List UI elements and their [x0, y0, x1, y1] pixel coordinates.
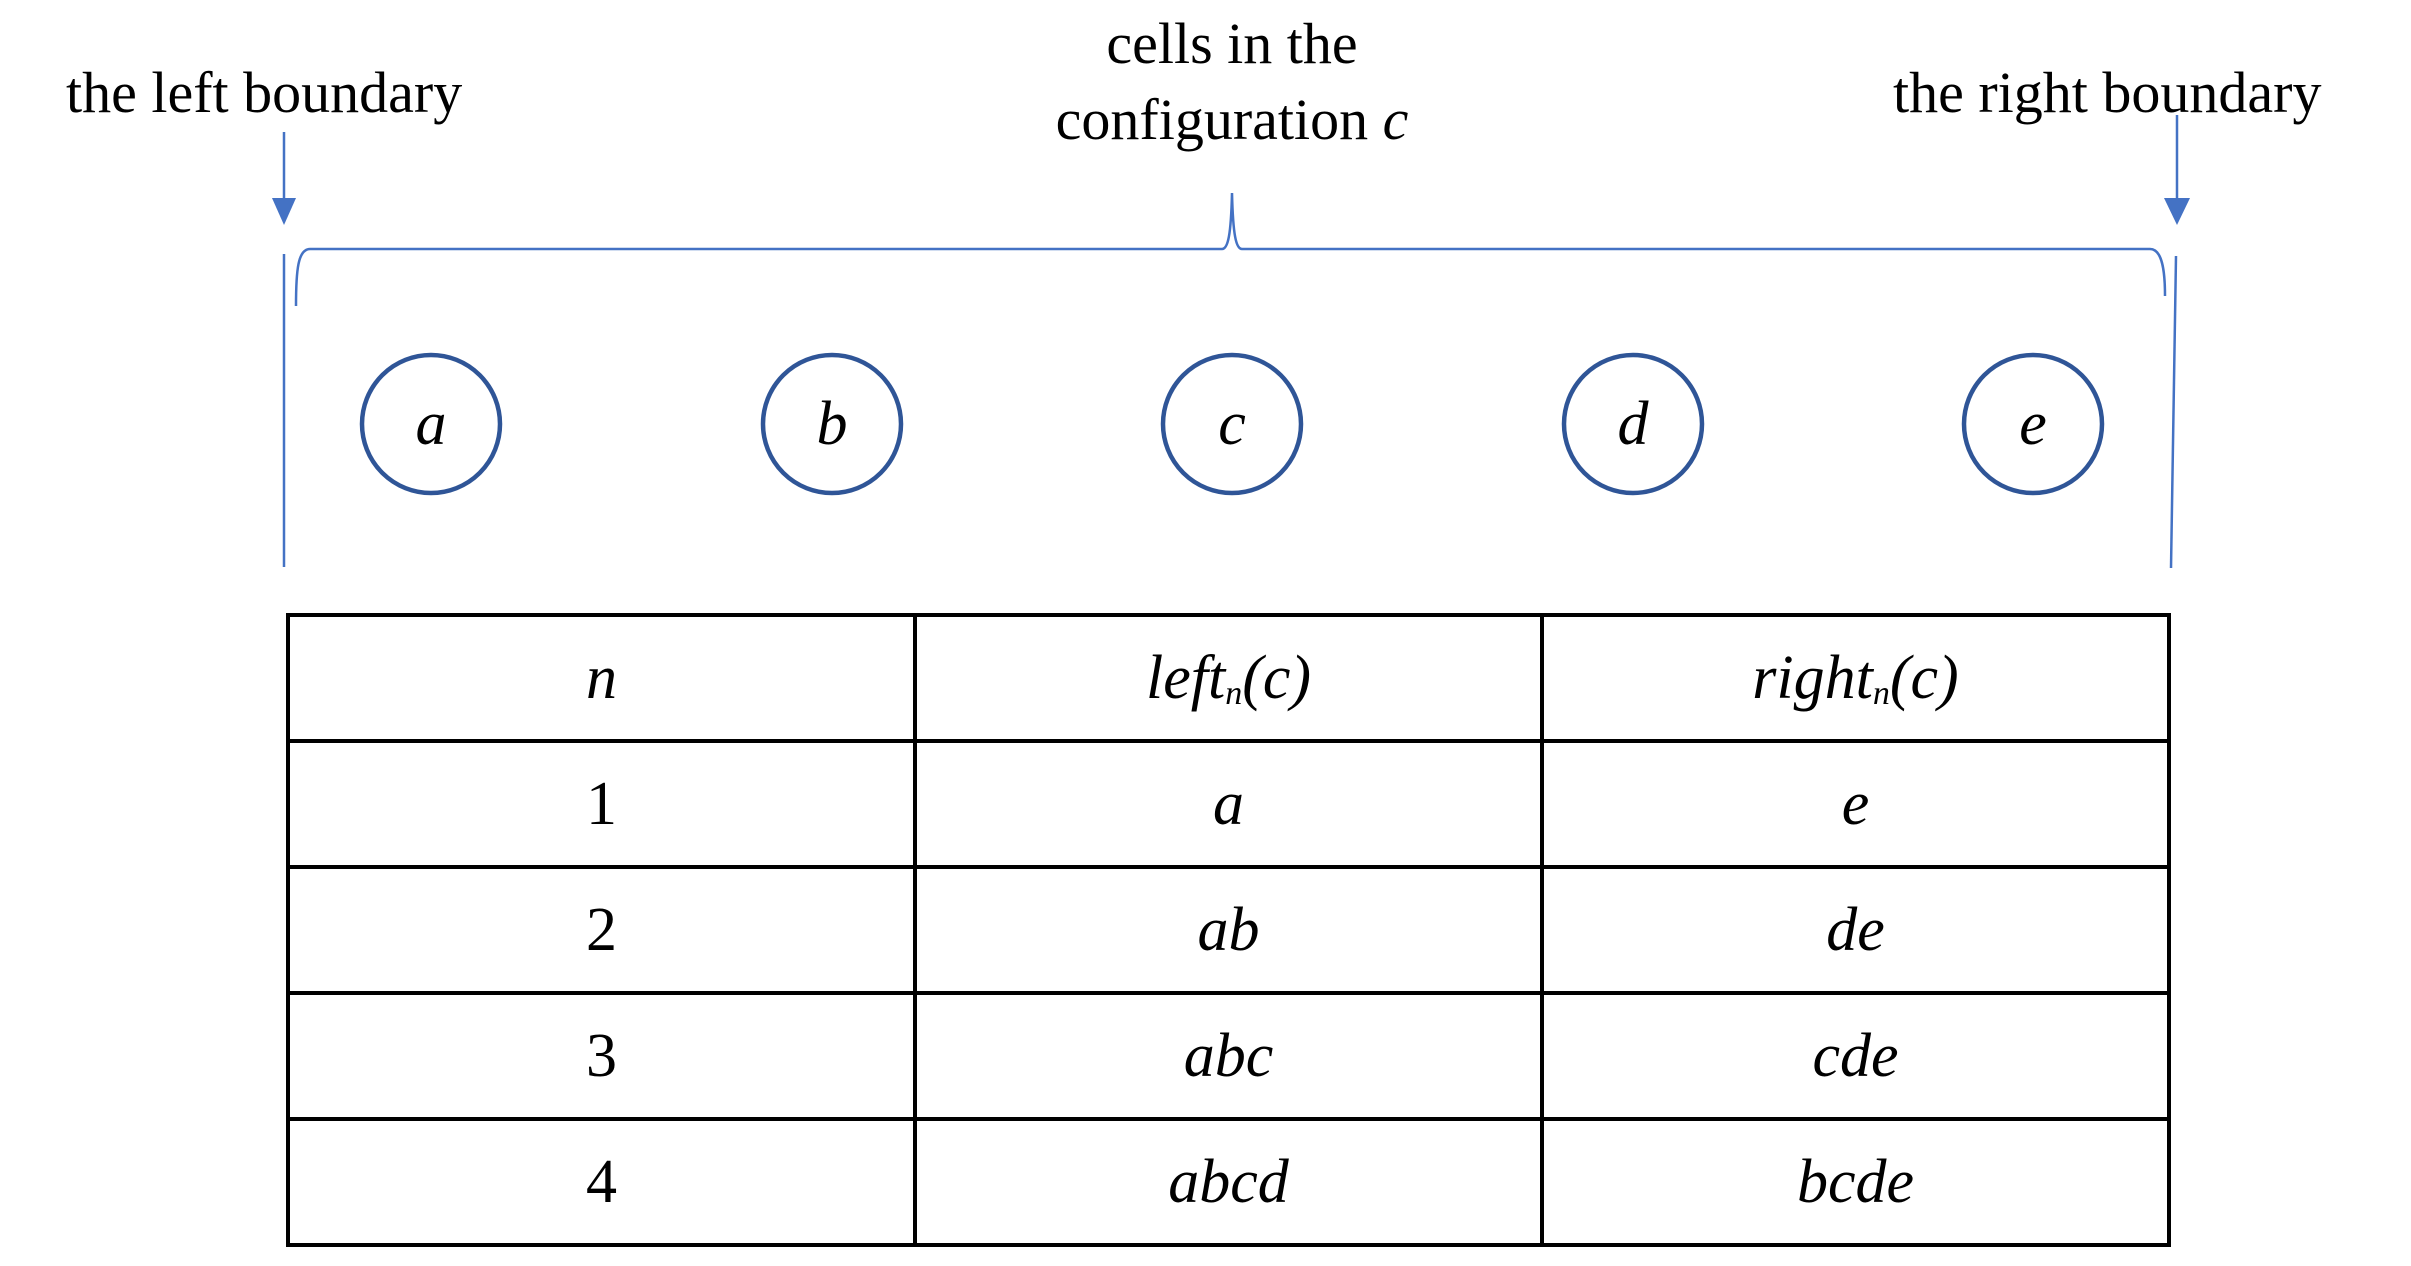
- right-boundary-line: [2169, 255, 2178, 569]
- cell-left: abcd: [913, 1117, 1544, 1247]
- cell-label-a: a: [415, 389, 447, 458]
- cell-label-e: e: [2019, 389, 2047, 458]
- cell-n: 4: [286, 1117, 917, 1247]
- table-header-row: n leftn(c) rightn(c): [286, 613, 2171, 743]
- header-left-arg: (c): [1242, 643, 1311, 712]
- right-boundary-label: the right boundary: [1893, 60, 2322, 125]
- right-boundary-arrow-icon: [2164, 115, 2190, 225]
- cell-right: e: [1540, 739, 2171, 869]
- configuration-label-line1: cells in the: [1106, 11, 1358, 76]
- header-left-fn: left: [1145, 643, 1226, 712]
- table-row: 3 abc cde: [286, 991, 2171, 1121]
- configuration-label-line2: configuration c: [1032, 82, 1432, 158]
- table-row: 2 ab de: [286, 865, 2171, 995]
- header-left-subscript: n: [1225, 674, 1243, 712]
- cell-circle-b: [760, 352, 904, 496]
- header-left: leftn(c): [913, 613, 1544, 743]
- cell-label-d: d: [1617, 389, 1649, 458]
- cell-left: abc: [913, 991, 1544, 1121]
- configuration-label: cells in the configuration c: [1032, 6, 1432, 158]
- left-right-table: n leftn(c) rightn(c) 1 a e 2 ab de 3 abc…: [286, 613, 2171, 1247]
- configuration-brace: [294, 192, 2167, 307]
- cell-circle-c: [1160, 352, 1304, 496]
- header-right: rightn(c): [1540, 613, 2171, 743]
- cell-right: cde: [1540, 991, 2171, 1121]
- left-boundary-label: the left boundary: [66, 60, 463, 125]
- cell-left: a: [913, 739, 1544, 869]
- cell-n: 2: [286, 865, 917, 995]
- table-row: 4 abcd bcde: [286, 1117, 2171, 1247]
- cell-circles: [359, 352, 2105, 496]
- configuration-variable: c: [1382, 87, 1409, 152]
- cell-circle-d: [1561, 352, 1705, 496]
- configuration-word: configuration: [1055, 87, 1369, 152]
- cell-n: 3: [286, 991, 917, 1121]
- cell-left: ab: [913, 865, 1544, 995]
- cell-right: bcde: [1540, 1117, 2171, 1247]
- header-right-arg: (c): [1889, 643, 1959, 712]
- header-n: n: [286, 613, 917, 743]
- cell-circle-a: [359, 352, 503, 496]
- table-row: 1 a e: [286, 739, 2171, 869]
- cell-label-b: b: [816, 389, 848, 458]
- cell-circle-e: [1961, 352, 2105, 496]
- header-right-subscript: n: [1872, 674, 1890, 712]
- cell-label-c: c: [1218, 389, 1246, 458]
- header-right-fn: right: [1752, 643, 1873, 712]
- left-boundary-arrow-icon: [272, 132, 296, 225]
- cell-right: de: [1540, 865, 2171, 995]
- cell-n: 1: [286, 739, 917, 869]
